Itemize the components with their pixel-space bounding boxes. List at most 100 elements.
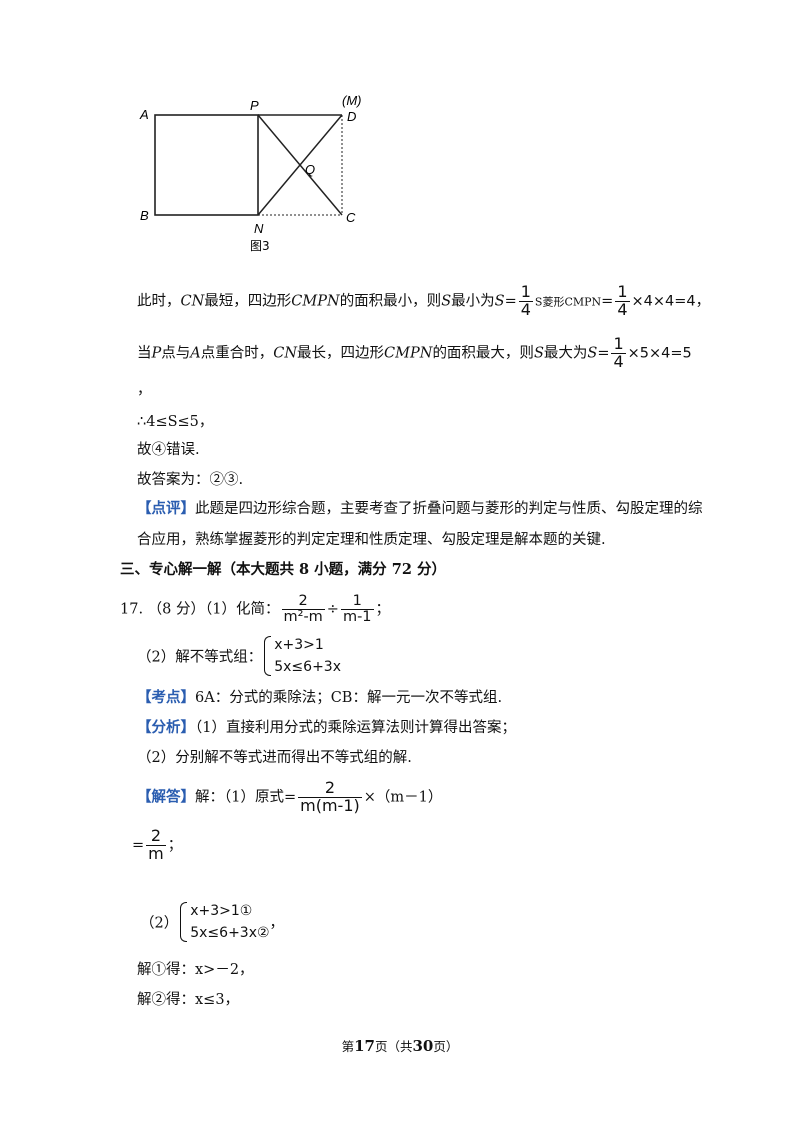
comment-tag: 【点评】: [137, 500, 195, 517]
text-span: 此时，: [137, 293, 181, 310]
fraction-denominator: m²-m: [283, 609, 323, 626]
solution-1: 解①得：x>－2，: [137, 962, 254, 978]
text-span: 当: [137, 345, 152, 362]
solution-2: 解②得：x≤3，: [137, 992, 240, 1008]
page-footer: 第17页（共30页）: [0, 1036, 800, 1055]
fenxi-line-2: （2）分别解不等式进而得出不等式组的解.: [137, 750, 412, 766]
text-span: ×5×4=5: [627, 345, 692, 362]
kaodian-tag: 【考点】: [137, 689, 195, 706]
text-span: ；: [167, 837, 183, 854]
text-span: 页）: [433, 1039, 459, 1054]
text-span: 第: [341, 1039, 355, 1054]
fraction-denominator: m-1: [342, 609, 372, 626]
fenxi-line-1: 【分析】（1）直接利用分式的乘除运算法则计算得出答案；: [137, 716, 516, 737]
fraction-numerator: 1: [611, 334, 626, 354]
square-abnp: [154, 114, 259, 216]
text-span: （1）直接利用分式的乘除运算法则计算得出答案；: [195, 720, 516, 736]
segment-nd: [257, 114, 343, 216]
inequality: x+3>1: [274, 637, 324, 653]
text-span: =: [504, 293, 517, 310]
math-var: CN: [180, 293, 205, 310]
text-span: =: [597, 345, 610, 362]
fraction-denominator: 4: [617, 299, 628, 319]
fraction-numerator: 2: [298, 779, 362, 798]
math-var: S: [441, 293, 452, 310]
text-span: （1）化简：: [205, 601, 280, 618]
text-span: 最小为: [451, 293, 495, 310]
text-span: （2）: [140, 915, 179, 932]
inequality: 5x≤6+3x: [274, 659, 341, 675]
comment-line-2: 合应用，熟练掌握菱形的判定定理和性质定理、勾股定理是解本题的关键.: [137, 532, 606, 548]
kaodian-line: 【考点】6A：分式的乘除法；CB：解一元一次不等式组.: [137, 686, 502, 707]
text-span: 最长，四边形: [297, 345, 385, 362]
math-var: CN: [273, 345, 298, 362]
label-b: B: [140, 208, 149, 223]
math-var: S: [587, 345, 598, 362]
label-m: (M): [342, 93, 362, 108]
geometry-figure: A P (M) D Q B N C 图3: [139, 93, 362, 253]
fraction-denominator: 4: [520, 299, 531, 319]
fraction-denominator: m: [148, 843, 164, 863]
text-line-4: ∴4≤S≤5，: [137, 414, 214, 430]
fraction-denominator: 4: [613, 351, 624, 371]
text-span: 解：（1）原式=: [195, 789, 297, 806]
text-span: =: [132, 837, 145, 854]
comment-line-1: 【点评】此题是四边形综合题，主要考查了折叠问题与菱形的判定与性质、勾股定理的综: [137, 497, 703, 518]
math-var: CMPN: [384, 345, 433, 362]
fenxi-tag: 【分析】: [137, 719, 195, 736]
text-span: ×（m－1）: [363, 789, 443, 806]
text-span: =: [601, 293, 614, 310]
label-n: N: [254, 221, 264, 236]
math-var: S: [494, 293, 505, 310]
jieda-tag: 【解答】: [137, 788, 195, 806]
text-span: 6A：分式的乘除法；CB：解一元一次不等式组.: [195, 690, 503, 706]
fraction-numerator: 1: [518, 282, 533, 302]
section-heading: 三、专心解一解（本大题共 8 小题，满分 72 分）: [120, 561, 446, 578]
fraction-denominator: m(m-1): [300, 795, 360, 815]
text-span: 页（共: [374, 1039, 413, 1054]
question-score: （8 分）: [147, 601, 206, 618]
text-span: 点重合时，: [200, 345, 274, 362]
subscript-area: S菱形CMPN: [534, 295, 602, 309]
fraction-numerator: 2: [146, 827, 166, 846]
text-span: 的面积最大，则: [432, 345, 534, 362]
text-span: ；: [375, 601, 391, 618]
label-d: D: [347, 109, 356, 124]
text-line-5: 故④错误.: [137, 442, 200, 458]
text-span: ÷: [326, 601, 339, 618]
text-span: 点与: [161, 345, 191, 362]
text-span: 最短，四边形: [204, 293, 292, 310]
fraction-numerator: 1: [340, 593, 374, 611]
math-var: CMPN: [291, 293, 340, 310]
math-var: P: [151, 345, 162, 362]
text-span: 此题是四边形综合题，主要考查了折叠问题与菱形的判定与性质、勾股定理的综: [195, 501, 703, 517]
fraction-numerator: 1: [615, 282, 630, 302]
label-p: P: [250, 98, 259, 113]
label-a: A: [139, 107, 149, 122]
text-line-3: ，: [137, 382, 152, 398]
math-var: A: [190, 345, 201, 362]
label-q: Q: [305, 162, 315, 177]
question-17-part-2: （2）解不等式组： x+3>1 5x≤6+3x: [137, 634, 341, 678]
text-span: ，: [269, 915, 285, 932]
page-total: 30: [412, 1037, 434, 1055]
text-span: 最大为: [543, 345, 588, 362]
inequality: x+3>1①: [190, 903, 253, 919]
text-span: ×4×4=4，: [631, 293, 711, 310]
text-span: （2）解不等式组：: [137, 649, 263, 666]
question-number: 17.: [120, 601, 144, 618]
label-c: C: [346, 210, 356, 225]
